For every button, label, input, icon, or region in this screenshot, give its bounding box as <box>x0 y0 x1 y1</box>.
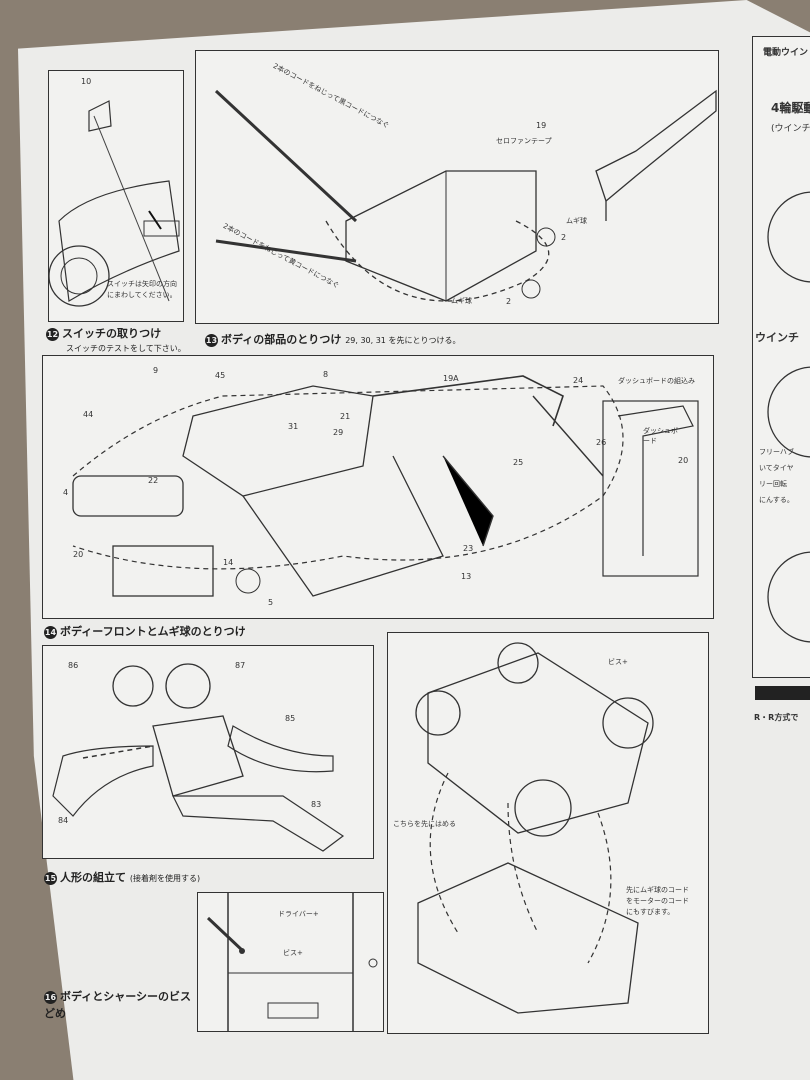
right-rr: R・R方式で <box>754 713 799 722</box>
part-number: 9 <box>153 366 159 375</box>
step-number: 16 <box>44 990 57 1004</box>
screw-label: ビス+ <box>283 949 303 957</box>
switch-note: スイッチは矢印の方向にまわしてください。 <box>107 280 177 299</box>
right-tire: いてタイヤ <box>759 464 794 472</box>
chassis-illustration <box>415 642 654 1014</box>
part-number: 24 <box>573 376 584 385</box>
right-heading: 電動ウイン <box>763 48 809 58</box>
motor-cord-label: 先にムギ球のコードをモーターのコードにもすびます。 <box>626 886 689 916</box>
step-title: スイッチの取りつけ <box>62 327 162 340</box>
part-number: 21 <box>340 412 351 421</box>
dashboard-inset-title: ダッシュボードの組込み <box>618 377 695 385</box>
part-number: 19 <box>536 121 547 130</box>
part-number: 31 <box>288 422 299 431</box>
part-number: 14 <box>223 558 234 567</box>
step-subtitle: 29, 30, 31 を先にとりつける。 <box>345 336 461 345</box>
part-number: 86 <box>68 661 79 670</box>
step-number: 12 <box>46 327 59 341</box>
panel-body-parts: 2本のコードをねじって黒コードにつなぐ 2本のコードをねじって黄コードにつなぐ … <box>195 50 719 324</box>
right-wheel-illustration <box>767 191 810 643</box>
panel-chassis: ビス+ こちらを先にはめる 先にムギ球のコードをモーターのコードにもすびます。 <box>387 632 709 1034</box>
part-number: 23 <box>463 544 474 553</box>
part-number: 85 <box>285 714 296 723</box>
part-number: 44 <box>83 410 94 419</box>
step-subtitle: (接着剤を使用する) <box>129 874 201 883</box>
part-number: 45 <box>215 371 226 380</box>
right-freehub: フリーハブ <box>759 448 794 456</box>
part-number: 29 <box>333 428 344 437</box>
step-title: ボディの部品のとりつけ <box>221 333 342 346</box>
right-ni: にんする。 <box>759 496 794 504</box>
step-number: 14 <box>44 625 57 639</box>
right-panel-top: 電動ウイン 4輪駆動 (ウインチ ウインチ フリーハブ いてタイヤ リー回転 に… <box>752 36 810 678</box>
part-number: 20 <box>678 456 689 465</box>
panel-screw: ドライバー+ ビス+ <box>197 892 384 1032</box>
step-number: 13 <box>205 333 218 347</box>
step-number: 15 <box>44 871 57 885</box>
part-number: 87 <box>235 661 246 670</box>
right-black-bar <box>755 686 810 700</box>
panel-body-front: 9 45 8 19A 24 44 21 31 29 26 22 25 4 23 … <box>42 355 714 619</box>
right-winch-heading: ウインチ <box>755 331 799 344</box>
part-number: 2 <box>506 297 512 306</box>
part-number: 13 <box>461 572 472 581</box>
step-12-subtitle: スイッチのテストをして下さい。 <box>66 344 186 353</box>
dashboard-inset-label: ダッシュボード <box>643 427 678 445</box>
part-number: 83 <box>311 800 322 809</box>
step-title: 人形の組立て <box>60 871 126 884</box>
part-number: 5 <box>268 598 274 607</box>
part-number: 20 <box>73 550 84 559</box>
part-number: 19A <box>443 374 459 383</box>
right-winch: (ウインチ <box>771 124 810 134</box>
step-title: ボディーフロントとムギ球のとりつけ <box>60 625 246 638</box>
part-number: 22 <box>148 476 159 485</box>
bulb-label-2: ムギ球 <box>451 297 472 305</box>
figure-illustration <box>52 663 345 852</box>
part-number: 10 <box>81 77 92 86</box>
step-title: ボディとシャーシーのビスどめ <box>44 990 192 1020</box>
body-front-illustration <box>72 375 699 597</box>
part-number: 25 <box>513 458 524 467</box>
screw-illustration <box>206 893 378 1031</box>
body-parts-illustration <box>214 89 717 302</box>
part-number: 4 <box>63 488 69 497</box>
panel-figure: 86 87 85 84 83 <box>42 645 374 859</box>
screw-label: ビス+ <box>608 658 628 666</box>
part-number: 2 <box>561 233 567 242</box>
bulb-label-1: ムギ球 <box>566 217 587 225</box>
panel-switch: 10 スイッチは矢印の方向にまわしてください。 <box>48 70 184 322</box>
right-4wd: 4輪駆動 <box>771 101 810 115</box>
first-fit-label: こちらを先にはめる <box>393 820 456 828</box>
tape-label: セロファンテープ <box>496 137 552 145</box>
driver-label: ドライバー+ <box>278 910 319 918</box>
part-number: 84 <box>58 816 69 825</box>
switch-illustration <box>49 100 180 307</box>
part-number: 8 <box>323 370 329 379</box>
part-number: 26 <box>596 438 607 447</box>
right-turn: リー回転 <box>759 480 787 488</box>
